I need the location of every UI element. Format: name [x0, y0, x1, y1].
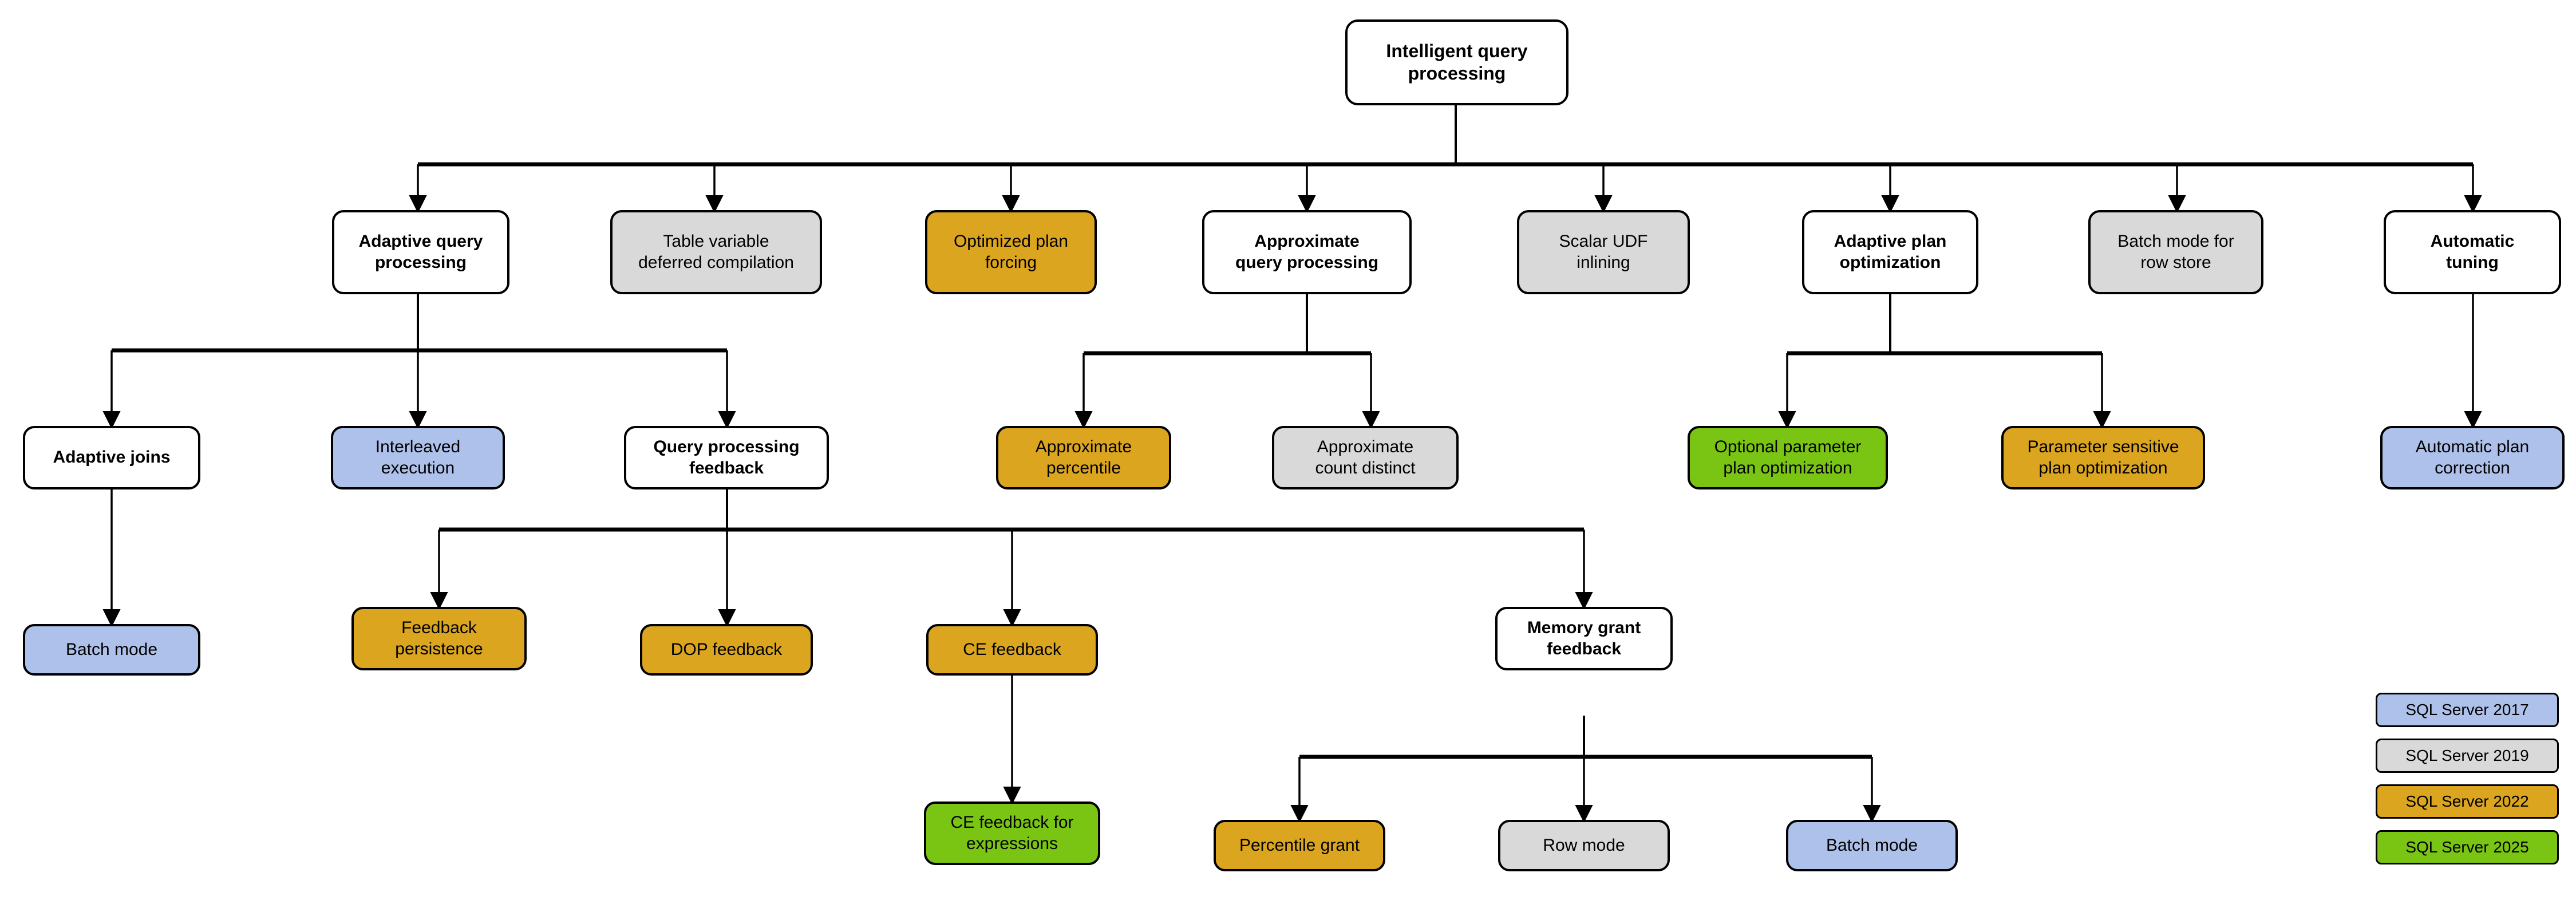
node-row-mode[interactable]: Row mode [1498, 820, 1670, 871]
node-memory-grant-feedback[interactable]: Memory grant feedback [1495, 607, 1673, 670]
node-interleaved-execution[interactable]: Interleaved execution [331, 426, 505, 489]
node-automatic-plan-correction[interactable]: Automatic plan correction [2380, 426, 2565, 489]
node-root[interactable]: Intelligent query processing [1345, 19, 1568, 105]
node-batch-mode-memory-grant[interactable]: Batch mode [1786, 820, 1958, 871]
node-adaptive-joins[interactable]: Adaptive joins [23, 426, 200, 489]
legend-label: SQL Server 2025 [2405, 838, 2529, 856]
node-ce-feedback[interactable]: CE feedback [926, 624, 1098, 676]
node-scalar-udf-inlining[interactable]: Scalar UDF inlining [1517, 210, 1690, 294]
node-adaptive-query-processing[interactable]: Adaptive query processing [332, 210, 509, 294]
node-batch-mode-for-row-store[interactable]: Batch mode for row store [2088, 210, 2263, 294]
node-query-processing-feedback[interactable]: Query processing feedback [624, 426, 829, 489]
node-approximate-count-distinct[interactable]: Approximate count distinct [1272, 426, 1459, 489]
legend-item-sql-server-2025[interactable]: SQL Server 2025 [2376, 830, 2559, 864]
legend-label: SQL Server 2022 [2405, 792, 2529, 810]
node-approximate-percentile[interactable]: Approximate percentile [996, 426, 1171, 489]
node-parameter-sensitive-plan-optimization[interactable]: Parameter sensitive plan optimization [2001, 426, 2205, 489]
node-approximate-query-processing[interactable]: Approximate query processing [1202, 210, 1412, 294]
node-percentile-grant[interactable]: Percentile grant [1214, 820, 1385, 871]
legend-label: SQL Server 2017 [2405, 701, 2529, 718]
legend-item-sql-server-2019[interactable]: SQL Server 2019 [2376, 739, 2559, 773]
node-feedback-persistence[interactable]: Feedback persistence [351, 607, 527, 670]
node-optimized-plan-forcing[interactable]: Optimized plan forcing [925, 210, 1097, 294]
node-dop-feedback[interactable]: DOP feedback [640, 624, 813, 676]
node-adaptive-plan-optimization[interactable]: Adaptive plan optimization [1802, 210, 1978, 294]
legend: SQL Server 2017 SQL Server 2019 SQL Serv… [2376, 693, 2565, 876]
legend-item-sql-server-2022[interactable]: SQL Server 2022 [2376, 784, 2559, 819]
node-batch-mode-adaptive-joins[interactable]: Batch mode [23, 624, 200, 676]
legend-label: SQL Server 2019 [2405, 747, 2529, 764]
legend-item-sql-server-2017[interactable]: SQL Server 2017 [2376, 693, 2559, 727]
node-optional-parameter-plan-optimization[interactable]: Optional parameter plan optimization [1688, 426, 1888, 489]
node-automatic-tuning[interactable]: Automatic tuning [2384, 210, 2561, 294]
node-ce-feedback-for-expressions[interactable]: CE feedback for expressions [924, 802, 1100, 865]
node-table-variable-deferred-compilation[interactable]: Table variable deferred compilation [610, 210, 822, 294]
